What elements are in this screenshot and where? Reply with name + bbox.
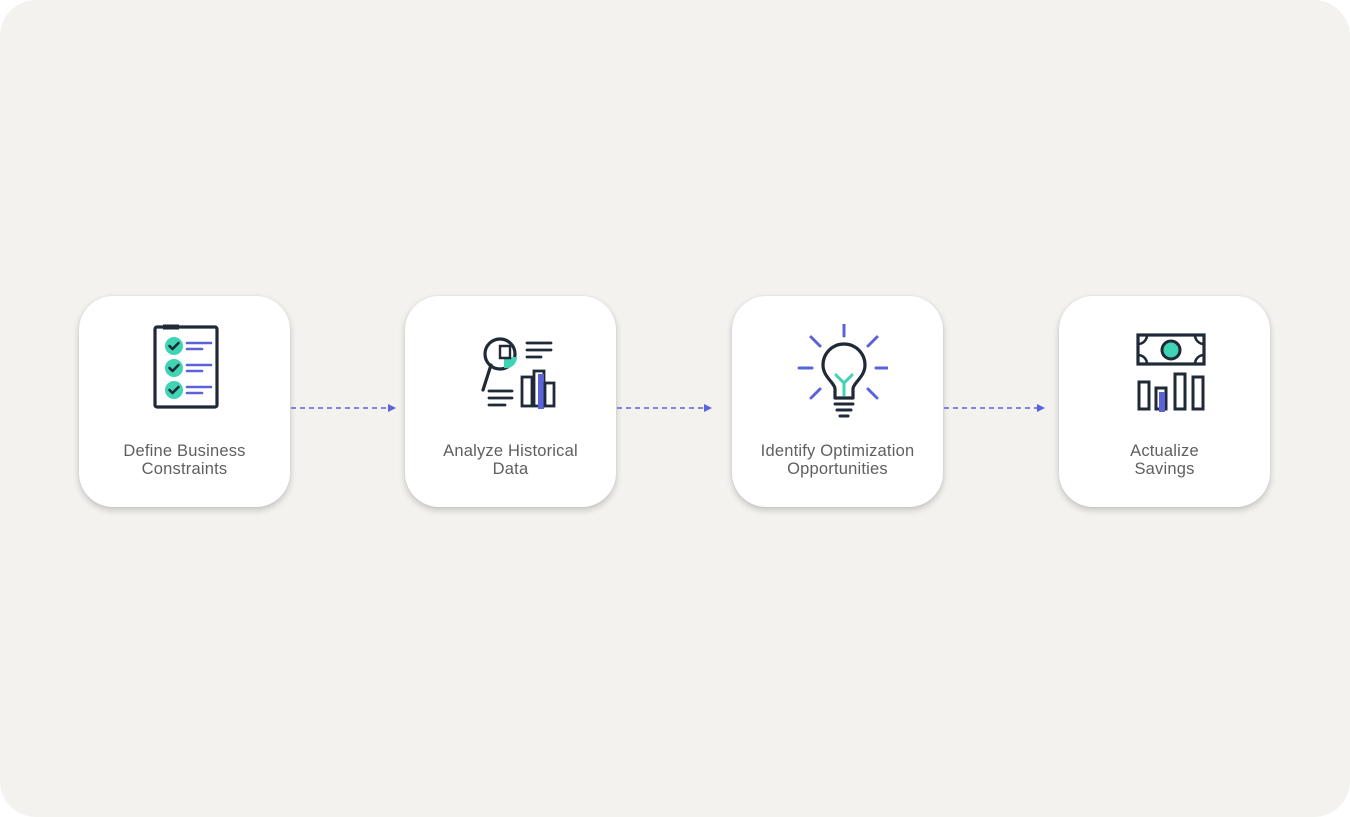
connector-arrow-3 (944, 400, 1046, 416)
data-analysis-icon (461, 324, 561, 424)
lightbulb-icon (788, 324, 888, 424)
money-chart-icon (1115, 324, 1215, 424)
step-label-line1: Analyze Historical (443, 442, 578, 460)
step-card-define-business-constraints: Define Business Constraints (79, 296, 290, 507)
step-label: Define Business Constraints (85, 442, 284, 478)
step-label-line2: Savings (1134, 460, 1195, 478)
step-label: Actualize Savings (1065, 442, 1264, 478)
connector-arrow-2 (617, 400, 713, 416)
step-label-line1: Actualize (1130, 442, 1199, 460)
checklist-icon (135, 324, 235, 424)
step-label-line2: Opportunities (787, 460, 888, 478)
step-card-actualize-savings: Actualize Savings (1059, 296, 1270, 507)
connector-arrow-1 (291, 400, 397, 416)
step-label-line1: Define Business (123, 442, 246, 460)
step-label-line2: Data (492, 460, 529, 478)
step-card-identify-optimization-opportunities: Identify Optimization Opportunities (732, 296, 943, 507)
step-label-line2: Constraints (141, 460, 228, 478)
step-label: Identify Optimization Opportunities (738, 442, 937, 478)
step-label: Analyze Historical Data (411, 442, 610, 478)
step-label-line1: Identify Optimization (760, 442, 915, 460)
step-card-analyze-historical-data: Analyze Historical Data (405, 296, 616, 507)
